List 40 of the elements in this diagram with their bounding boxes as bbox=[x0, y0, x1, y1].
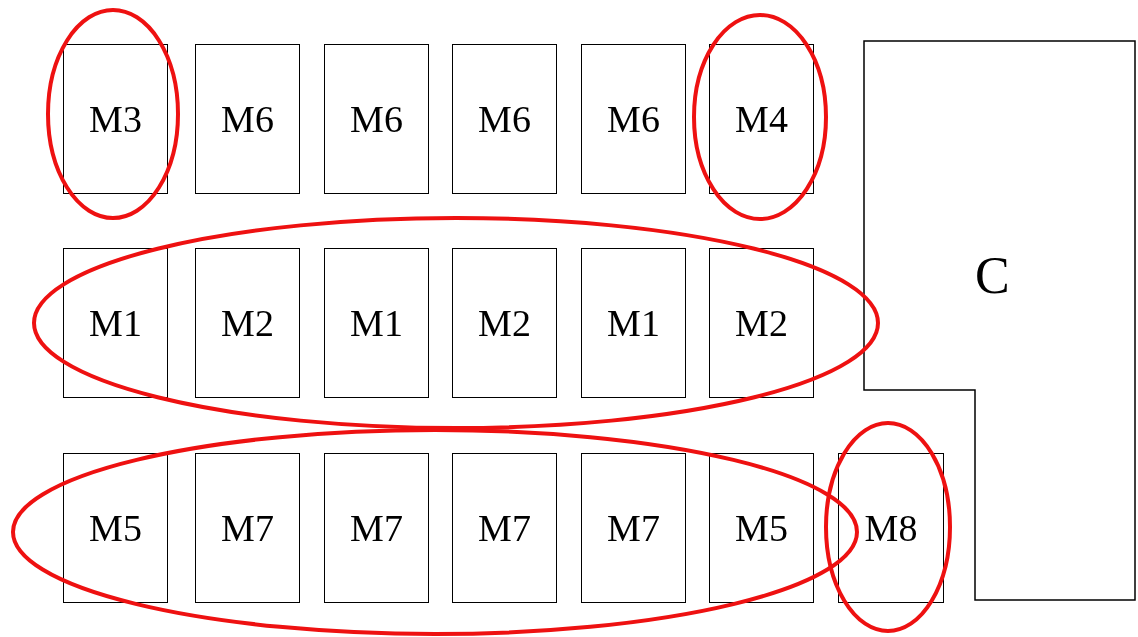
module-box bbox=[195, 453, 300, 603]
module-box bbox=[452, 453, 557, 603]
module-label: M5 bbox=[89, 509, 142, 547]
module-label: M7 bbox=[350, 509, 403, 547]
module-box bbox=[838, 453, 944, 603]
module-label: M1 bbox=[607, 304, 660, 342]
module-box bbox=[63, 248, 168, 398]
module-box bbox=[581, 248, 686, 398]
module-box bbox=[195, 248, 300, 398]
module-box bbox=[195, 44, 300, 194]
module-label: M6 bbox=[607, 100, 660, 138]
module-label: M3 bbox=[89, 100, 142, 138]
module-label: M6 bbox=[221, 100, 274, 138]
module-box bbox=[452, 248, 557, 398]
module-label: M6 bbox=[350, 100, 403, 138]
module-label: M1 bbox=[350, 304, 403, 342]
module-box bbox=[63, 44, 168, 194]
module-label: M5 bbox=[735, 509, 788, 547]
module-label: M1 bbox=[89, 304, 142, 342]
module-box bbox=[581, 453, 686, 603]
building-block bbox=[863, 40, 1136, 601]
module-label: M7 bbox=[607, 509, 660, 547]
module-box bbox=[324, 248, 429, 398]
module-box bbox=[452, 44, 557, 194]
module-label: M7 bbox=[478, 509, 531, 547]
module-label: M7 bbox=[221, 509, 274, 547]
module-label: M8 bbox=[864, 509, 918, 547]
module-box bbox=[581, 44, 686, 194]
module-box bbox=[324, 44, 429, 194]
module-label: M2 bbox=[735, 304, 788, 342]
module-label: M4 bbox=[735, 100, 788, 138]
module-label: M2 bbox=[221, 304, 274, 342]
module-label: M2 bbox=[478, 304, 531, 342]
module-box bbox=[709, 248, 814, 398]
module-box bbox=[709, 44, 814, 194]
module-label: M6 bbox=[478, 100, 531, 138]
module-box bbox=[63, 453, 168, 603]
module-box bbox=[709, 453, 814, 603]
module-box bbox=[324, 453, 429, 603]
block-label: C bbox=[975, 250, 1010, 302]
